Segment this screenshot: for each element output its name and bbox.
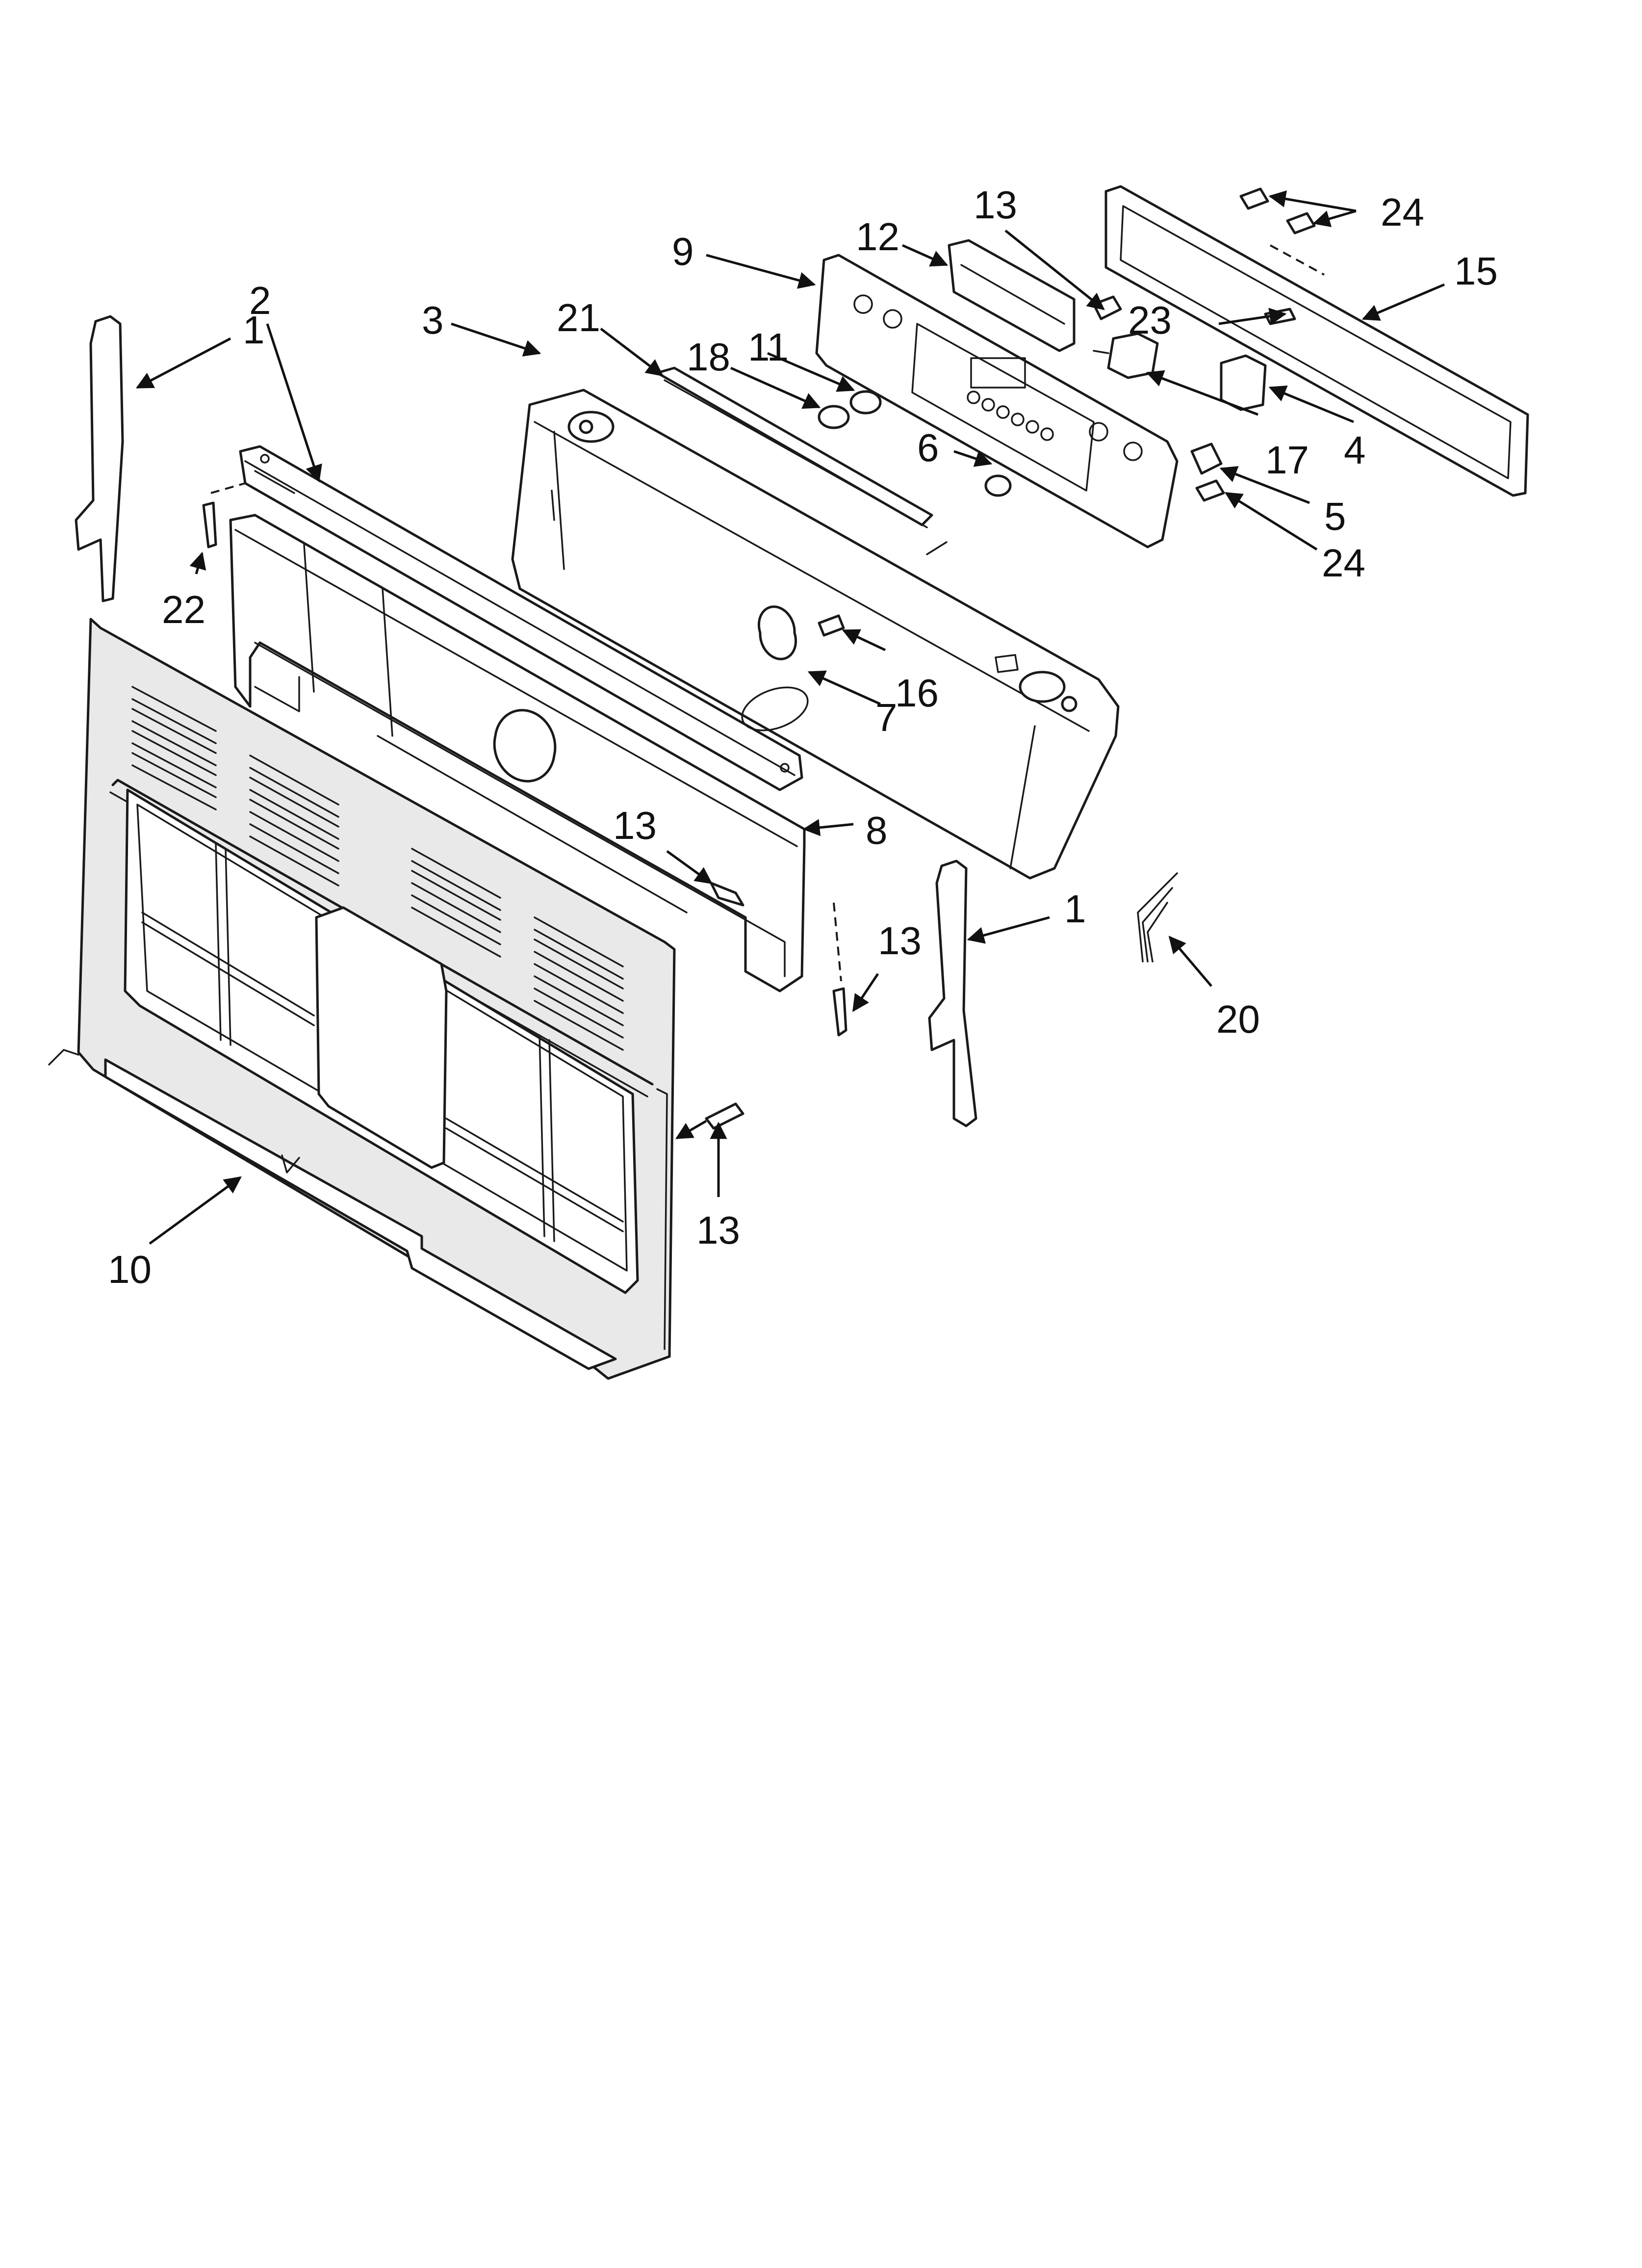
part-21-trim-strip <box>656 366 933 528</box>
callout-21: 21 <box>557 296 600 339</box>
part-10-rear-panel <box>48 618 676 1380</box>
callout-4: 4 <box>1344 428 1366 472</box>
callout-8: 8 <box>866 808 888 852</box>
part-20-wire-harness <box>1137 872 1178 963</box>
part-15-rear-cover <box>1104 185 1529 497</box>
part-1-bracket-left <box>75 315 124 602</box>
part-11-grommet <box>849 390 882 415</box>
callout-5: 5 <box>1324 495 1346 538</box>
screw-13-mid <box>710 882 744 907</box>
callout-18: 18 <box>687 335 730 379</box>
part-5-switch <box>1190 443 1223 475</box>
callout-1-right: 1 <box>1064 887 1086 931</box>
part-3-console <box>511 389 1120 880</box>
callout-10: 10 <box>108 1248 152 1291</box>
callout-17: 17 <box>1265 438 1309 482</box>
callout-15: 15 <box>1454 249 1498 293</box>
screw-24-top-b <box>1286 212 1316 235</box>
callout-13-low: 13 <box>696 1208 740 1252</box>
callout-12: 12 <box>856 215 899 259</box>
screw-22 <box>202 501 217 548</box>
callout-3: 3 <box>422 298 444 342</box>
callout-1-left: 1 <box>243 308 265 352</box>
screw-13-top <box>1092 295 1122 320</box>
callout-labels: 1 1 2 3 4 5 6 7 8 9 10 11 12 13 13 13 13… <box>108 183 1498 1291</box>
part-1-bracket-right <box>928 860 977 1127</box>
callout-22: 22 <box>162 588 205 631</box>
part-12-control-board <box>948 239 1076 352</box>
callout-23: 23 <box>1128 298 1172 342</box>
part-7-knob <box>757 605 797 660</box>
callout-11: 11 <box>748 325 789 369</box>
screw-24-low <box>1195 479 1225 502</box>
callout-13-top: 13 <box>974 183 1017 227</box>
callout-24-low: 24 <box>1322 541 1365 585</box>
callout-2: 2 <box>249 279 271 322</box>
screw-13-low <box>705 1102 744 1130</box>
callout-9: 9 <box>672 230 694 273</box>
leader-lines <box>135 190 1445 1245</box>
callout-13-mid: 13 <box>613 804 657 847</box>
part-18-knob <box>818 405 850 429</box>
part-9-control-panel <box>815 254 1179 548</box>
screw-16 <box>818 614 845 637</box>
callout-16: 16 <box>895 671 939 715</box>
screw-13-right <box>832 987 847 1037</box>
callout-20: 20 <box>1216 997 1260 1041</box>
part-4-switch <box>1220 354 1267 411</box>
screw-24-top-a <box>1239 187 1269 210</box>
callout-13-right: 13 <box>878 919 922 963</box>
part-6-button <box>984 474 1012 497</box>
callout-24-top: 24 <box>1381 190 1424 234</box>
callout-7: 7 <box>875 696 898 739</box>
callout-6: 6 <box>917 426 939 469</box>
